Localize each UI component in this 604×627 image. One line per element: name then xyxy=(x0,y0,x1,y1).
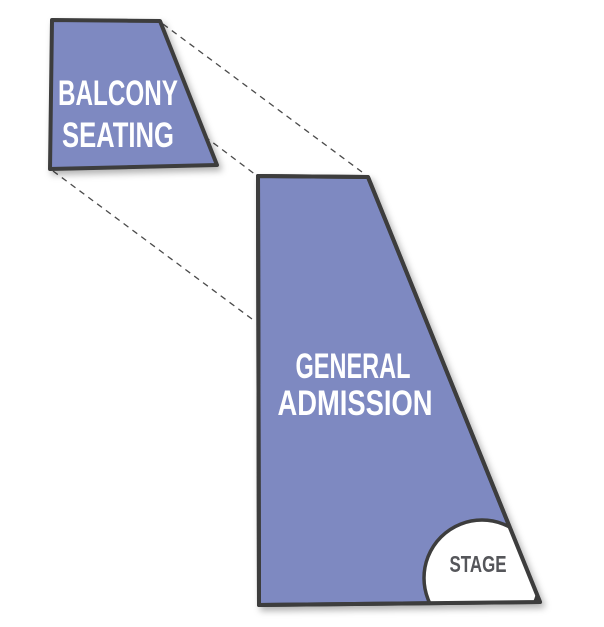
balcony-label-line1: BALCONY xyxy=(58,74,178,113)
balcony-label-line2: SEATING xyxy=(62,116,174,155)
balcony-section[interactable] xyxy=(48,18,219,171)
general-admission-label-line1: GENERAL xyxy=(296,347,411,386)
stage-label: STAGE xyxy=(450,551,507,577)
projection-line-top xyxy=(162,23,367,176)
general-admission-border xyxy=(256,174,542,607)
projection-line-bottom xyxy=(52,170,257,323)
stage-area xyxy=(422,518,540,605)
general-admission-label-line2: ADMISSION xyxy=(278,384,433,423)
